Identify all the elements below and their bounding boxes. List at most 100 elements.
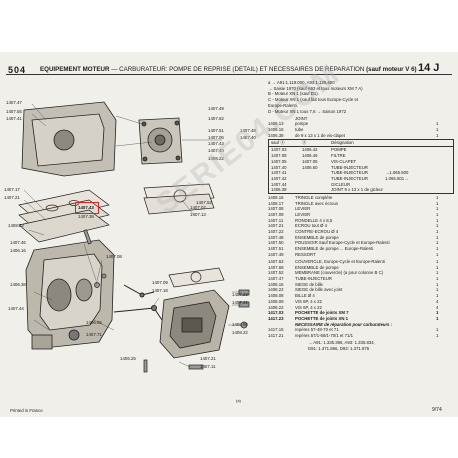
brand-model: 504 [8, 65, 27, 75]
printed-note: Printed in France [10, 408, 43, 413]
callout-label: 1406.38 [10, 282, 26, 287]
leader-lines [23, 103, 242, 368]
callout-label: 1407.40 [208, 148, 224, 153]
serial-note: → A91: 1.335.386, A93: 1.335.834, [308, 340, 375, 346]
table-header: sauf ⓐ ⓐ Désignation [269, 140, 453, 148]
header-rule [6, 74, 452, 75]
callout-label: 1407.71 [86, 332, 102, 337]
callout-label: 1407.44 [8, 306, 24, 311]
callout-label: 1407.47 [6, 100, 22, 105]
callout-label: 1407.23 [232, 292, 248, 297]
section-subtitle: — CARBURATEUR: POMPE DE REPRISE (DETAIL)… [111, 66, 365, 73]
applicability-note: Europe-Ralenti. [268, 102, 298, 108]
callout-label: 1408.22 [232, 330, 248, 335]
callout-label: 1408.22 [8, 223, 24, 228]
highlighted-callout [75, 202, 99, 214]
callout-label: 1407.11 [200, 364, 216, 369]
callout-label: 1406.16 [10, 248, 26, 253]
applicability-note: → Saisie 1970 (sauf A93 et tous moteurs … [268, 85, 363, 91]
section-title: EQUIPEMENT MOTEUR [40, 66, 110, 73]
callout-label: 1407.48 [240, 128, 256, 133]
callout-label: 1408.08 [232, 322, 248, 327]
callout-label: 1407.02 [190, 205, 206, 210]
applicability-note: a → A91:1.119.000, A93:1.120.400 [268, 80, 335, 85]
callout-label: 1407.52 [196, 200, 212, 205]
exploded-diagram [18, 101, 250, 373]
applicability-note: C - Moteur XN 1 (sauf fait tous Europe-C… [268, 97, 359, 103]
page-title: EQUIPEMENT MOTEUR — CARBURATEUR: POMPE D… [40, 66, 417, 73]
callout-label: 1407.13 [190, 212, 206, 217]
callout-label: 1407.18 [152, 288, 168, 293]
parts-list: a → A91:1.119.000, A93:1.120.400 → Saisi… [268, 80, 454, 352]
callout-label: 1407.21 [4, 195, 20, 200]
callout-label: 1407.05 [208, 135, 224, 140]
callout-label: 1407.41 [6, 116, 22, 121]
callout-label: 1407.49 [208, 106, 224, 111]
section-qualifier: (sauf moteur V 6) [366, 66, 417, 73]
callout-label: 1407.21 [200, 356, 216, 361]
serial-note: D91: 1.371.866, D93: 1.371.876 [308, 345, 370, 351]
page-code: 14 J [418, 62, 440, 74]
pump-assembly-lower [159, 289, 230, 359]
callout-label: 1407.38 [78, 214, 94, 219]
callout-label: 1407.62 [208, 116, 224, 121]
callout-label: 1407.43 [208, 141, 224, 146]
highlighted-callout-label: 1407.43 [78, 205, 94, 210]
callout-label: 1407.46 [10, 240, 26, 245]
callout-label: 1406.05 [86, 320, 102, 325]
top-housing [21, 101, 117, 177]
callout-label: 1407.22 [232, 300, 248, 305]
callout-label: 1407.51 [208, 128, 224, 133]
part-row: JOINT [295, 115, 308, 121]
gasket-stack [18, 189, 110, 243]
pump-cover-upper [138, 117, 183, 165]
pump-diaphragm-lower [168, 267, 225, 288]
applicability-note: B - Moteur XN 1 (sauf D1). [268, 91, 319, 97]
figure-code: (a) [236, 398, 241, 403]
callout-label: 1408.22 [208, 156, 224, 161]
callout-label: 1406.25 [120, 356, 136, 361]
repair-kit-heading: NECESSAIRE de réparation pour carburateu… [295, 321, 393, 327]
callout-label: 1407.09 [152, 280, 168, 285]
callout-label: 1407.40 [240, 135, 256, 140]
carburettor-body [25, 239, 115, 350]
callout-label: 1407.08 [106, 254, 122, 259]
callout-label: 1407.55 [6, 109, 22, 114]
page-number: 9/74 [432, 407, 442, 413]
small-parts [83, 229, 250, 373]
